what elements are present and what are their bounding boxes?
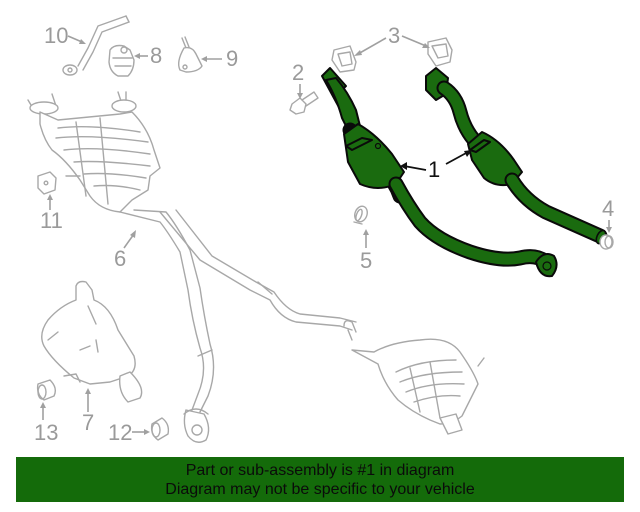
arrowhead-11 bbox=[47, 194, 53, 200]
callout-8[interactable]: 8 bbox=[150, 43, 162, 68]
part-3-gasket-right[interactable] bbox=[427, 37, 453, 67]
arrowhead-2 bbox=[297, 93, 303, 99]
callout-3[interactable]: 3 bbox=[388, 23, 400, 48]
callout-7[interactable]: 7 bbox=[82, 410, 94, 435]
callout-9[interactable]: 9 bbox=[226, 46, 238, 71]
callout-6[interactable]: 6 bbox=[114, 246, 126, 271]
part-6-resonator-pipe[interactable] bbox=[27, 91, 357, 443]
callout-arrow-1a bbox=[403, 165, 427, 171]
arrowhead-10 bbox=[79, 39, 86, 44]
arrowhead-3b bbox=[422, 43, 430, 48]
part-5-clamp[interactable] bbox=[353, 204, 370, 225]
arrowhead-3a bbox=[354, 50, 362, 56]
part-13-isolator[interactable] bbox=[36, 379, 57, 401]
part-9-bracket[interactable] bbox=[177, 36, 203, 73]
right-cat-band-hl bbox=[469, 139, 491, 153]
callout-10[interactable]: 10 bbox=[44, 23, 68, 48]
part-2-bolt[interactable] bbox=[289, 91, 319, 115]
callout-12[interactable]: 12 bbox=[108, 420, 132, 445]
arrowhead-8 bbox=[134, 53, 140, 59]
arrowhead-13 bbox=[40, 402, 46, 408]
part-12-isolator[interactable] bbox=[150, 417, 170, 441]
part-11-nut[interactable] bbox=[37, 171, 57, 195]
part-4-plug[interactable] bbox=[599, 234, 614, 250]
callout-5[interactable]: 5 bbox=[360, 248, 372, 273]
arrowhead-1a bbox=[400, 162, 407, 170]
info-banner: Part or sub-assembly is #1 in diagram Di… bbox=[16, 457, 624, 502]
callout-4[interactable]: 4 bbox=[602, 196, 614, 221]
arrowhead-1b bbox=[464, 150, 472, 157]
arrowhead-7 bbox=[85, 388, 91, 394]
rear-muffler-right bbox=[351, 338, 485, 435]
left-cat-band-hl bbox=[345, 137, 373, 151]
part-10-hanger[interactable] bbox=[62, 15, 130, 76]
part-7-muffler[interactable] bbox=[41, 280, 143, 403]
callout-arrow-10 bbox=[67, 35, 83, 43]
left-inlet-hl bbox=[325, 77, 361, 131]
arrowhead-6 bbox=[130, 230, 136, 238]
banner-line-part: Part or sub-assembly is #1 in diagram bbox=[185, 461, 455, 479]
callout-arrow-1b bbox=[445, 151, 469, 165]
callout-1[interactable]: 1 bbox=[428, 157, 440, 182]
callout-11[interactable]: 11 bbox=[40, 208, 63, 233]
part-1-catalytic-converter[interactable] bbox=[321, 67, 608, 278]
arrowhead-4 bbox=[606, 227, 612, 233]
part-8-isolator[interactable] bbox=[108, 44, 135, 77]
part-3-gasket-left[interactable] bbox=[331, 45, 357, 73]
callout-2[interactable]: 2 bbox=[292, 60, 304, 85]
arrowhead-12 bbox=[144, 429, 150, 435]
arrowhead-5 bbox=[363, 229, 369, 235]
banner-line-disclaimer: Diagram may not be specific to your vehi… bbox=[165, 480, 475, 498]
callout-arrow-3a bbox=[357, 37, 387, 55]
arrowhead-9 bbox=[201, 56, 207, 62]
callout-13[interactable]: 13 bbox=[34, 420, 58, 445]
callout-arrow-3b bbox=[401, 35, 427, 47]
